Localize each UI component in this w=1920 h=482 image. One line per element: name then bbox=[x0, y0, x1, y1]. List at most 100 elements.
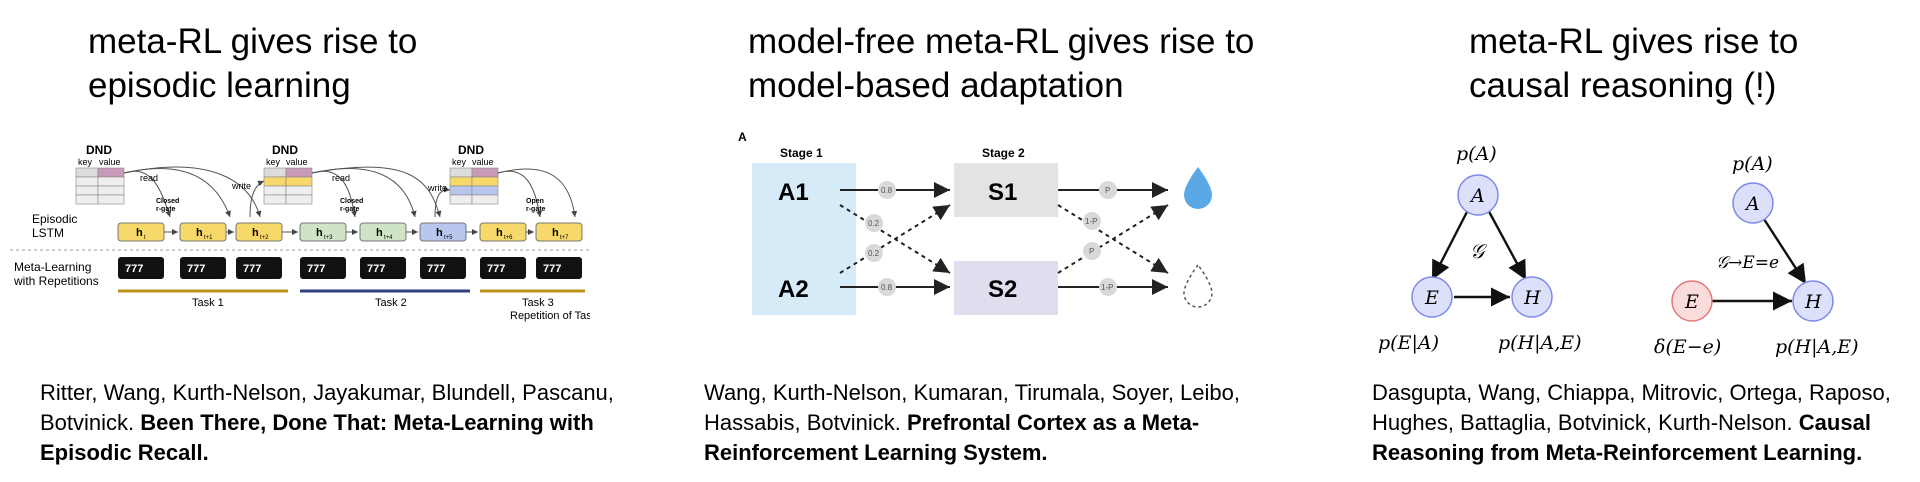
panel3-title: meta-RL gives rise to causal reasoning (… bbox=[1469, 20, 1798, 108]
slot-machine-icon: 777 bbox=[180, 257, 226, 279]
meta-learning-label: Meta-Learning bbox=[14, 260, 91, 274]
s1-label: S1 bbox=[988, 179, 1017, 206]
delta-label: δ(E−e) bbox=[1654, 336, 1721, 358]
panel1-title-line2: episodic learning bbox=[88, 66, 351, 105]
meta-learning-label: with Repetitions bbox=[13, 274, 99, 288]
svg-text:t+2: t+2 bbox=[260, 235, 269, 241]
node-a-label: A bbox=[1744, 193, 1760, 215]
panel3-title-line2: causal reasoning (!) bbox=[1469, 66, 1777, 105]
dnd-label: DND bbox=[272, 143, 298, 157]
svg-text:h: h bbox=[196, 227, 203, 239]
water-reward-icon bbox=[1184, 167, 1212, 209]
s2-label: S2 bbox=[988, 276, 1017, 303]
dnd-key-label: key bbox=[266, 157, 281, 167]
s1-box bbox=[954, 163, 1058, 217]
node-h-label: H bbox=[1804, 291, 1822, 313]
episodic-lstm-label: LSTM bbox=[32, 226, 64, 240]
svg-text:777: 777 bbox=[243, 263, 261, 275]
slot-machine-icon: 777 bbox=[420, 257, 466, 279]
svg-text:777: 777 bbox=[427, 263, 445, 275]
dnd-table-3: DND key value bbox=[449, 143, 499, 205]
node-e bbox=[1411, 276, 1453, 318]
episodic-recall-figure: DND key value DND key value DND key valu… bbox=[10, 143, 590, 322]
svg-text:h: h bbox=[496, 227, 503, 239]
svg-text:777: 777 bbox=[367, 263, 385, 275]
pa-label: p(A) bbox=[1456, 143, 1497, 165]
open-gate-label: Open bbox=[526, 198, 544, 205]
svg-text:0.8: 0.8 bbox=[881, 283, 893, 292]
interventional-graph: p(A) A E H 𝒢→E=e δ(E−e) p(H|A,E) bbox=[1654, 153, 1859, 358]
svg-text:t+5: t+5 bbox=[444, 235, 453, 241]
svg-text:777: 777 bbox=[307, 263, 325, 275]
closed-gate-label: Closed bbox=[340, 198, 363, 205]
svg-text:h: h bbox=[316, 227, 323, 239]
probability-labels: 0.8 0.2 0.2 0.8 P 1-P P 1-P bbox=[865, 181, 1117, 296]
panel1-title: meta-RL gives rise to episodic learning bbox=[88, 20, 417, 108]
svg-text:P: P bbox=[1089, 247, 1094, 256]
panel2-citation: Wang, Kurth-Nelson, Kumaran, Tirumala, S… bbox=[704, 378, 1284, 468]
task3-repetition-label: Repetition of Task 1 bbox=[510, 310, 590, 322]
svg-text:P: P bbox=[1105, 186, 1110, 195]
dnd-label: DND bbox=[86, 143, 112, 157]
panel2-title-line1: model-free meta-RL gives rise to bbox=[748, 22, 1255, 61]
causal-graph-figure: p(A) A E H 𝒢 p(E|A) p(H|A,E) p(A) A E H … bbox=[1378, 143, 1859, 358]
a1-label: A1 bbox=[778, 179, 809, 206]
panel1-citation: Ritter, Wang, Kurth-Nelson, Jayakumar, B… bbox=[40, 378, 640, 468]
write-label: write bbox=[427, 183, 447, 193]
task1-label: Task 1 bbox=[192, 297, 224, 309]
citation-title: Prefrontal Cortex as a Meta-Reinforcemen… bbox=[704, 410, 1200, 465]
svg-text:t+3: t+3 bbox=[324, 235, 333, 241]
slot-machine-icon: 777 bbox=[118, 257, 164, 279]
read-write-arrows bbox=[123, 166, 578, 218]
panel1-title-line1: meta-RL gives rise to bbox=[88, 22, 418, 61]
graph-g-label: 𝒢 bbox=[1470, 239, 1488, 263]
svg-text:h: h bbox=[436, 227, 443, 239]
dnd-table-2: DND key value bbox=[263, 143, 313, 205]
svg-text:777: 777 bbox=[187, 263, 205, 275]
svg-text:777: 777 bbox=[543, 263, 561, 275]
a2-label: A2 bbox=[778, 276, 809, 303]
ph-label: p(H|A,E) bbox=[1775, 336, 1859, 358]
svg-text:h: h bbox=[136, 227, 143, 239]
closed-gate-label: Closed bbox=[156, 198, 179, 205]
episodic-lstm-label: Episodic bbox=[32, 212, 77, 226]
svg-text:t+7: t+7 bbox=[560, 235, 569, 241]
dnd-value-label: value bbox=[472, 157, 494, 167]
svg-text:h: h bbox=[376, 227, 383, 239]
pa-label: p(A) bbox=[1732, 153, 1773, 175]
dnd-key-label: key bbox=[452, 157, 467, 167]
ph-label: p(H|A,E) bbox=[1498, 332, 1582, 354]
svg-text:t+6: t+6 bbox=[504, 235, 513, 241]
citation-authors: Dasgupta, Wang, Chiappa, Mitrovic, Orteg… bbox=[1372, 380, 1891, 435]
citation-title: Been There, Done That: Meta-Learning wit… bbox=[40, 410, 594, 465]
panel2-title-line2: model-based adaptation bbox=[748, 66, 1124, 105]
svg-text:0.8: 0.8 bbox=[881, 186, 893, 195]
closed-gate-label: r-gate bbox=[156, 206, 176, 213]
svg-text:h: h bbox=[552, 227, 559, 239]
dnd-value-label: value bbox=[99, 157, 121, 167]
node-a bbox=[1732, 182, 1774, 224]
node-a bbox=[1457, 174, 1499, 216]
node-h-label: H bbox=[1523, 287, 1541, 309]
s2-box bbox=[954, 261, 1058, 315]
node-e-label: E bbox=[1684, 291, 1699, 313]
dnd-key-label: key bbox=[78, 157, 93, 167]
slot-machine-icon: 777 bbox=[480, 257, 526, 279]
svg-text:777: 777 bbox=[125, 263, 143, 275]
stage1-label: Stage 1 bbox=[780, 146, 823, 160]
svg-text:t+4: t+4 bbox=[384, 235, 393, 241]
closed-gate-label: r-gate bbox=[340, 206, 360, 213]
panel-letter: A bbox=[738, 130, 747, 144]
node-e-label: E bbox=[1424, 287, 1439, 309]
node-e-intervened bbox=[1671, 280, 1713, 322]
node-a-label: A bbox=[1469, 185, 1485, 207]
task2-label: Task 2 bbox=[375, 297, 407, 309]
stage1-box bbox=[752, 163, 856, 315]
observational-graph: p(A) A E H 𝒢 p(E|A) p(H|A,E) bbox=[1378, 143, 1582, 354]
svg-text:t+1: t+1 bbox=[204, 235, 213, 241]
